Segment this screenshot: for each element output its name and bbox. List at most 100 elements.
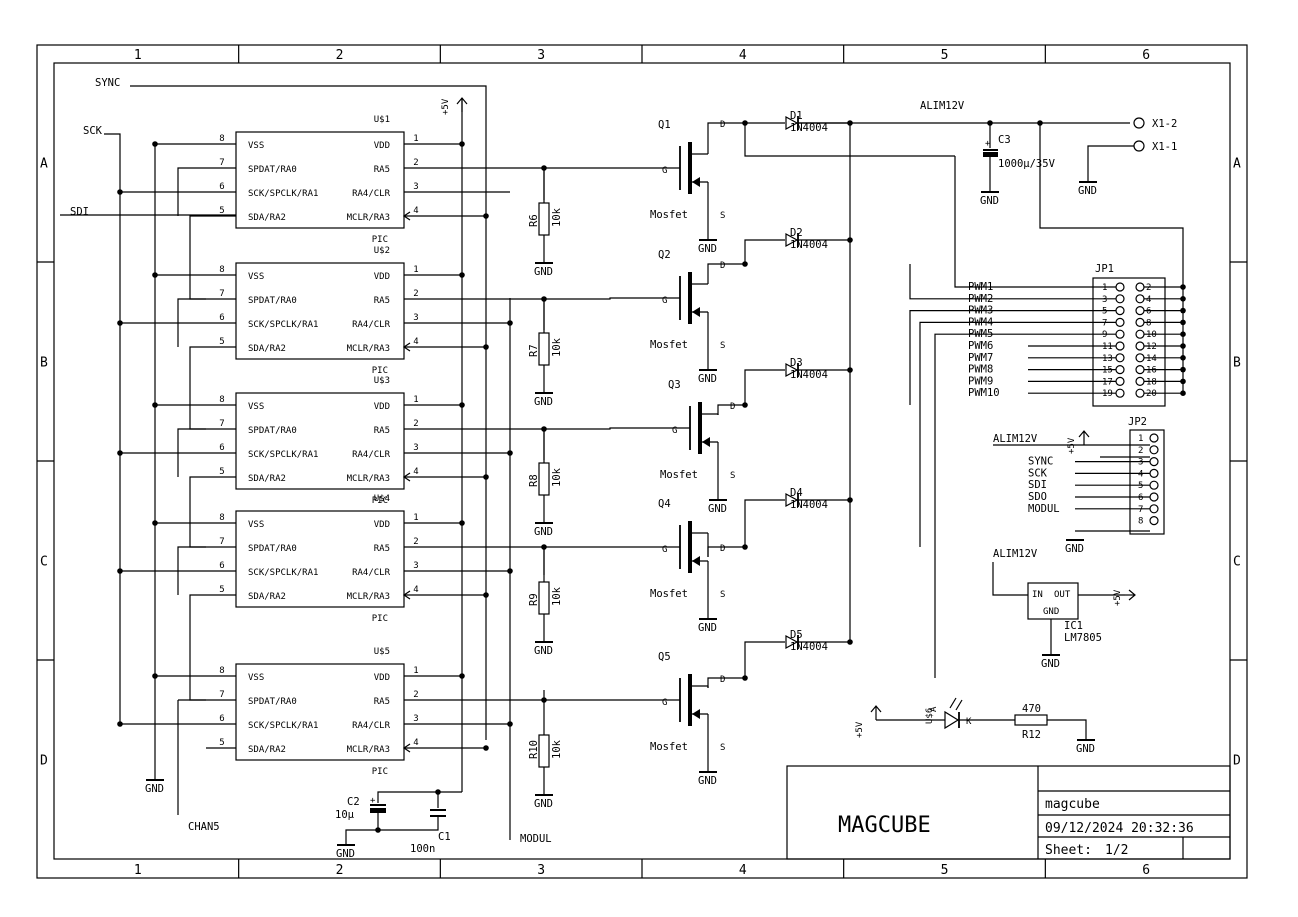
jp1-pwm-label: PWM9	[968, 375, 993, 387]
net-diode-a	[744, 641, 785, 678]
jp2-pin-number: 5	[1138, 481, 1143, 491]
jp2-pin	[1149, 468, 1159, 478]
pin-number: 4	[413, 738, 418, 748]
pin-name: RA5	[374, 296, 390, 306]
junction-dot	[117, 320, 123, 326]
pic-body	[235, 510, 405, 608]
mosfet-d-label: D	[730, 402, 735, 412]
jp1-pin-number: 13	[1102, 354, 1113, 364]
mosfet-d-label: D	[720, 544, 725, 554]
mosfet-name: Q3	[668, 379, 681, 391]
net-drain	[707, 677, 745, 688]
diode-value: 1N4004	[790, 122, 828, 134]
pin-name: MCLR/RA3	[347, 213, 390, 223]
pin-name: SDA/RA2	[248, 474, 286, 484]
net-pwm	[909, 310, 1028, 405]
junction-dot	[152, 673, 158, 679]
net-c1-gnd	[378, 816, 439, 831]
pin-number: 4	[413, 585, 418, 595]
pin-name: VSS	[248, 673, 264, 683]
led-name: U$6	[925, 708, 935, 724]
jp1-pin-number: 18	[1146, 377, 1157, 387]
pin-number: 6	[219, 714, 224, 724]
jp1-pin	[1135, 353, 1145, 363]
resistor-name: R7	[528, 344, 540, 357]
pin-number: 3	[413, 443, 418, 453]
title-block-title: MAGCUBE	[838, 813, 931, 838]
jp1-pin-number: 3	[1102, 295, 1107, 305]
jp1-pin	[1115, 353, 1125, 363]
pin-name: VDD	[374, 520, 390, 530]
net-sda-chain	[189, 346, 206, 430]
net-gate	[544, 427, 690, 430]
mosfet-arrow-icon	[692, 709, 700, 719]
ground-label: GND	[1076, 743, 1095, 755]
jp1-pin-number: 7	[1102, 318, 1107, 328]
jp1-pin-number: 14	[1146, 354, 1157, 364]
net-label-sync: SYNC	[95, 77, 120, 89]
junction-dot	[435, 789, 441, 795]
net-diode-a	[744, 239, 785, 264]
jp1-pin	[1135, 365, 1145, 375]
jp2-pin-number: 8	[1138, 517, 1143, 527]
jp1-pin	[1115, 306, 1125, 316]
jp1-pin	[1135, 317, 1145, 327]
vcc-arrow-head	[456, 97, 468, 105]
net-sda-chain	[189, 594, 206, 701]
pin-name: RA4/CLR	[352, 450, 391, 460]
ground-label: GND	[336, 848, 355, 860]
pin-number: 1	[413, 134, 418, 144]
led-body	[944, 710, 960, 730]
junction-dot	[1180, 355, 1186, 361]
pin-number: 5	[219, 337, 224, 347]
frame-column-label: 4	[739, 863, 747, 878]
c2-polarity: +	[370, 796, 376, 806]
ic1-value: LM7805	[1064, 632, 1102, 644]
junction-dot	[507, 568, 513, 574]
diode-value: 1N4004	[790, 239, 828, 251]
pin-name: VDD	[374, 673, 390, 683]
mosfet-arrow-icon	[692, 177, 700, 187]
pic-unit: 8VSS7SPDAT/RA06SCK/SPCLK/RA15SDA/RA21VDD…	[206, 246, 434, 376]
junction-dot	[459, 272, 465, 278]
mosfet-arrow-icon	[702, 437, 710, 447]
r12-name: R12	[1022, 729, 1041, 741]
pic-unit: 8VSS7SPDAT/RA06SCK/SPCLK/RA15SDA/RA21VDD…	[206, 376, 434, 506]
mosfet-s-label: S	[720, 341, 725, 351]
net-pwm	[934, 333, 1028, 678]
led-light-icon	[949, 697, 957, 709]
pic-name-label: U$5	[374, 647, 390, 657]
junction-dot	[507, 450, 513, 456]
ic1-gnd-label: GND	[1043, 607, 1059, 617]
title-block-frame	[786, 765, 1231, 860]
jp2-pin	[1149, 445, 1159, 455]
c2-name: C2	[347, 796, 360, 808]
jp2-label: SDI	[1028, 479, 1047, 491]
ground-label: GND	[980, 195, 999, 207]
pin-number: 5	[219, 585, 224, 595]
pin-arrow-icon	[402, 342, 411, 352]
junction-dot	[152, 141, 158, 147]
pin-name: MCLR/RA3	[347, 745, 390, 755]
mosfet-s-label: S	[720, 743, 725, 753]
jp1-pwm-label: PWM7	[968, 352, 993, 364]
jp1-pin	[1115, 341, 1125, 351]
net-spdat	[177, 428, 206, 477]
title-block-sheet-value: 1/2	[1105, 843, 1128, 858]
net-spdat	[177, 546, 206, 595]
pin-arrow-icon	[402, 590, 411, 600]
jp2-label: SCK	[1028, 467, 1048, 479]
net-pwm	[909, 264, 1028, 300]
ground-label: GND	[698, 243, 717, 255]
diode-name: D3	[790, 357, 803, 369]
pin-number: 5	[219, 206, 224, 216]
vcc-led-icon	[870, 705, 882, 720]
jp1-pin	[1115, 365, 1125, 375]
pin-number: 1	[413, 265, 418, 275]
pic-body	[235, 392, 405, 490]
jp1-pin-number: 19	[1102, 389, 1113, 399]
resistor-value: 10k	[551, 586, 563, 606]
